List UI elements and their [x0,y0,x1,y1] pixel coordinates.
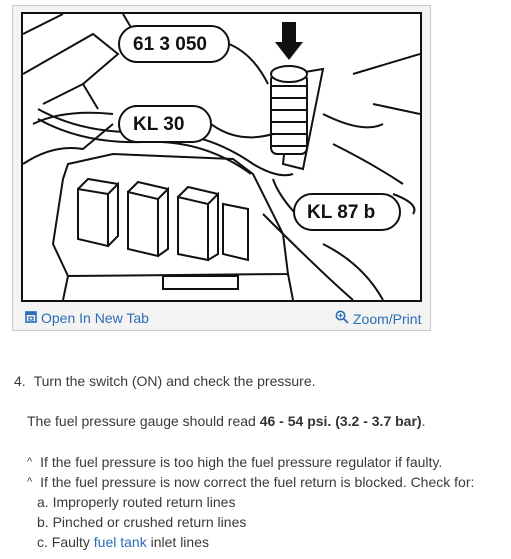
figure-card: 61 3 050 KL 30 KL 87 b Open In New Tab [12,5,431,331]
check-text: Pinched or crushed return lines [52,514,247,530]
check-marker: a. [37,494,49,510]
relay-diagram: 61 3 050 KL 30 KL 87 b [21,12,422,302]
pointer-arrow [275,22,303,60]
step-4: 4. Turn the switch (ON) and check the pr… [14,373,316,389]
gauge-reading-text: The fuel pressure gauge should read 46 -… [27,413,425,429]
note-pressure-high: ^ If the fuel pressure is too high the fu… [27,454,442,470]
check-text: Improperly routed return lines [52,494,236,510]
figure-footer: Open In New Tab Zoom/Print [13,306,430,330]
step-number: 4. [14,373,26,389]
check-text-suffix: inlet lines [146,534,209,550]
caret-icon: ^ [27,476,33,488]
check-item-b: b. Pinched or crushed return lines [37,514,246,530]
note-text: If the fuel pressure is too high the fue… [40,454,443,470]
check-item-c: c. Faulty fuel tank inlet lines [37,534,209,550]
engine-bay-illustration [23,14,420,300]
check-marker: b. [37,514,49,530]
step-text: Turn the switch (ON) and check the press… [33,373,316,389]
check-item-a: a. Improperly routed return lines [37,494,235,510]
zoom-print-label: Zoom/Print [353,310,422,327]
open-in-new-tab-label: Open In New Tab [41,310,149,326]
note-text: If the fuel pressure is now correct the … [40,474,475,490]
zoom-print-link[interactable]: Zoom/Print [335,310,421,327]
gauge-value: 46 - 54 psi. (3.2 - 3.7 bar) [259,413,422,429]
fuel-tank-link[interactable]: fuel tank [93,534,147,550]
terminal-30-callout: KL 30 [133,114,185,135]
caret-icon: ^ [27,456,33,468]
check-text-prefix: Faulty [51,534,94,550]
check-marker: c. [37,534,48,550]
note-pressure-correct: ^ If the fuel pressure is now correct the… [27,474,474,490]
zoom-magnifier-icon [335,310,349,327]
external-tab-icon [25,310,37,326]
terminal-87b-callout: KL 87 b [307,202,376,223]
gauge-text-prefix: The fuel pressure gauge should read [27,413,260,429]
gauge-text-suffix: . [421,413,426,429]
part-number-callout: 61 3 050 [133,34,207,55]
open-in-new-tab-link[interactable]: Open In New Tab [25,310,149,326]
